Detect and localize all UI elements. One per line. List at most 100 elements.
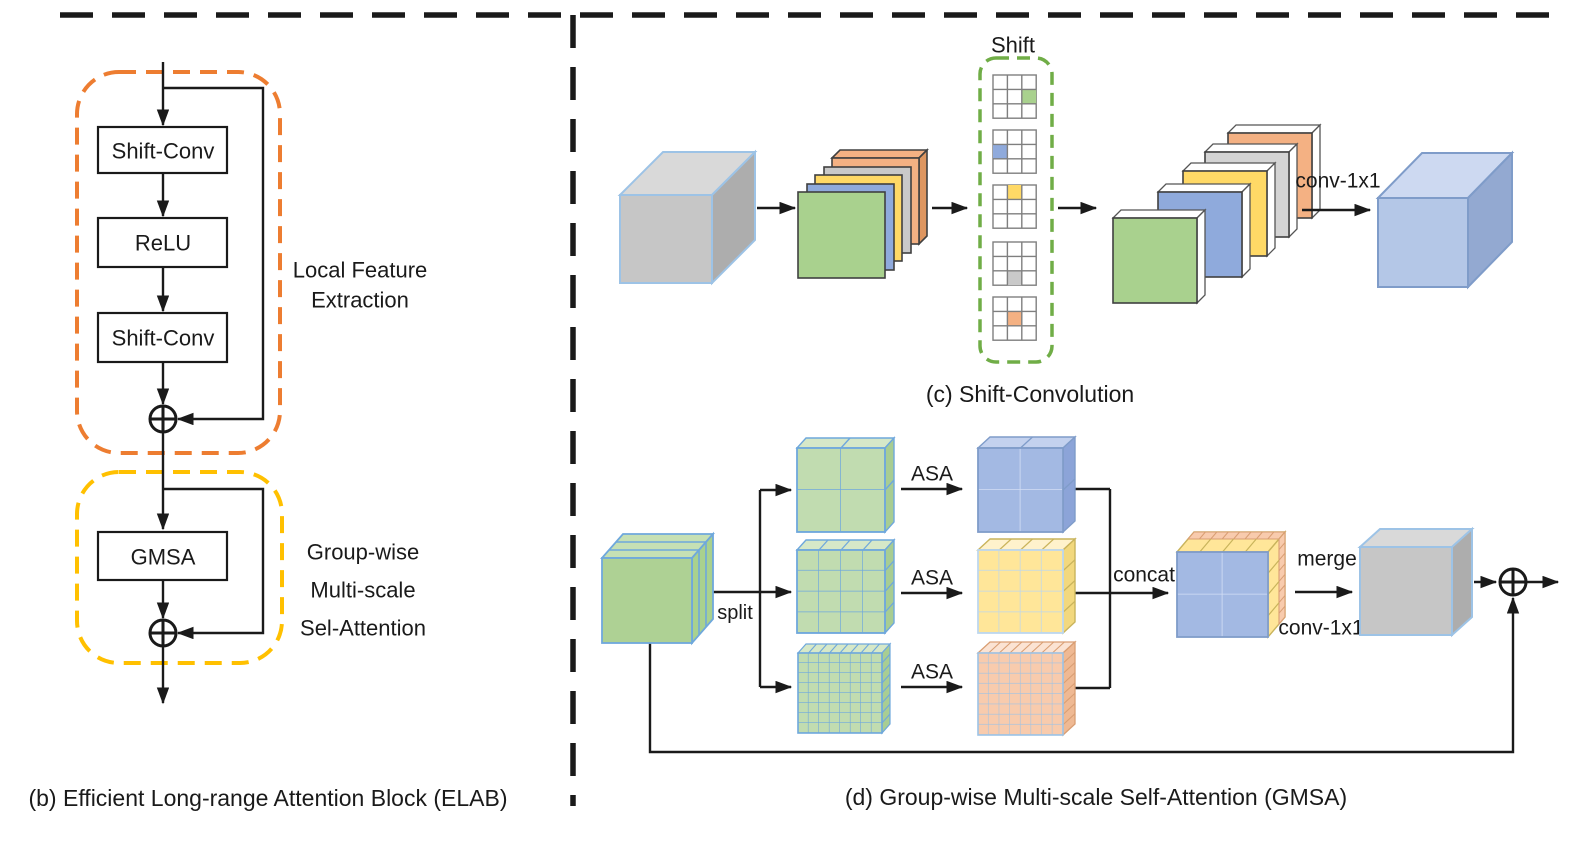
output-blue-cube <box>1375 150 1515 290</box>
local-feature-dashed-group <box>75 70 282 455</box>
group-label-line1: Group-wise <box>307 540 419 565</box>
green-grid-4x4 <box>795 538 896 635</box>
shift-grid-2-lines <box>993 130 1037 174</box>
input-gray-cube <box>617 149 758 286</box>
shift-grid-3 <box>992 184 1037 229</box>
shift-grid-4 <box>992 241 1037 286</box>
blue-grid-2x2 <box>976 435 1077 534</box>
merge-label: merge <box>1297 548 1357 571</box>
shift-grid-2 <box>992 129 1037 174</box>
shift-conv-box-1-label: Shift-Conv <box>112 139 215 164</box>
caption-b: (b) Efficient Long-range Attention Block… <box>28 785 507 811</box>
shift-conv-box-1 <box>96 125 229 175</box>
concat-cube-side-orange-div <box>1278 542 1286 614</box>
shifted-green-front <box>1112 217 1198 304</box>
blue-2x2-side-div <box>1062 478 1076 491</box>
gmsa-box <box>96 530 229 582</box>
gmsa-box-label: GMSA <box>131 545 196 570</box>
yellow-4x4-side-div <box>1062 559 1076 613</box>
gmsa-dashed-group <box>75 470 284 665</box>
channel-stack <box>797 148 929 279</box>
shift-dashed-box <box>978 56 1054 364</box>
conv1x1-label-d: conv-1x1 <box>1278 617 1363 640</box>
add-circle-2 <box>148 618 178 648</box>
yellow-4x4-front <box>977 549 1064 634</box>
add-circle-3 <box>1498 567 1528 597</box>
panel-c: Shift <box>617 33 1515 407</box>
shift-grid-5 <box>992 296 1037 341</box>
shifted-green-edge <box>1196 208 1206 305</box>
concat-cube-top-div <box>1199 538 1257 553</box>
green-4x4-top-div <box>818 539 873 551</box>
concat-cube-side-div <box>1267 559 1280 617</box>
orange-8x8-side-div <box>1062 651 1076 726</box>
source-cube-top-slices <box>609 541 706 551</box>
caption-c: (c) Shift-Convolution <box>926 381 1134 407</box>
stack-orange-side <box>918 148 928 246</box>
skip-connection-2 <box>163 487 265 640</box>
add-circle-1 <box>148 404 178 434</box>
blue-2x2-front <box>977 447 1064 533</box>
shift-label: Shift <box>991 33 1035 58</box>
green-grid-2x2 <box>795 436 896 534</box>
conv1x1-label-c: conv-1x1 <box>1295 170 1380 193</box>
shifted-gray-top <box>1203 143 1299 153</box>
orange-grid-8x8 <box>976 640 1077 737</box>
green-grid-8x8 <box>796 642 892 735</box>
shift-conv-box-2 <box>96 311 229 364</box>
merged-gray-cube <box>1357 526 1475 638</box>
shifted-green-top <box>1111 209 1207 219</box>
shifted-blue-edge <box>1241 182 1251 279</box>
panel-b: Shift-Conv ReLU Shift-Conv GMSA Local Fe… <box>28 62 508 811</box>
source-cube-side-slices <box>698 542 707 635</box>
concat-label: concat <box>1113 564 1175 587</box>
add-circle-1-cross <box>150 406 176 432</box>
green-8x8-front <box>797 652 883 734</box>
concat-cube-front <box>1176 551 1269 638</box>
group-label-line2: Multi-scale <box>310 578 415 603</box>
green-8x8-side-div <box>881 653 891 724</box>
caption-d: (d) Group-wise Multi-scale Self-Attentio… <box>845 784 1347 810</box>
shift-grid-5-orange-cell <box>1007 311 1022 326</box>
shift-grid-4-lines <box>993 242 1037 286</box>
add-circle-2-cross <box>150 620 176 646</box>
shift-grid-1-green-cell <box>1021 89 1037 104</box>
blue-cube-front <box>1377 197 1469 288</box>
shift-grid-3-yellow-cell <box>1007 185 1022 200</box>
split-label: split <box>717 602 753 624</box>
gray-cube-front <box>619 194 713 284</box>
green-2x2-side-div <box>884 479 895 491</box>
shift-kernel-group: Shift <box>978 33 1054 364</box>
asa-label-1: ASA <box>911 463 953 486</box>
shift-grid-5-bg <box>992 296 1037 341</box>
shift-conv-box-2-label: Shift-Conv <box>112 326 215 351</box>
shifted-blue-top <box>1156 183 1252 193</box>
local-feature-label-line2: Extraction <box>311 288 409 313</box>
group-label-line3: Sel-Attention <box>300 616 426 641</box>
orange-8x8-top-div <box>988 641 1065 654</box>
shift-grid-5-lines <box>993 297 1037 341</box>
merged-cube-front <box>1359 546 1453 636</box>
skip-connection-1 <box>163 86 265 426</box>
merged-cube-side <box>1451 526 1473 638</box>
local-feature-label-line1: Local Feature <box>293 258 428 283</box>
shift-grid-1 <box>992 74 1037 119</box>
shifted-stack <box>1111 123 1322 305</box>
orange-8x8-front <box>977 652 1064 736</box>
relu-box-label: ReLU <box>135 231 191 256</box>
add-circle-3-cross <box>1500 569 1526 595</box>
blue-2x2-top-div <box>1020 436 1033 449</box>
asa-label-3: ASA <box>911 661 953 684</box>
concat-cube <box>1175 530 1287 639</box>
gmsa-skip-connection <box>648 596 1520 754</box>
shifted-yellow-edge <box>1266 161 1276 258</box>
stack-orange-top <box>830 149 929 159</box>
green-2x2-front <box>796 447 886 533</box>
relu-box <box>96 216 229 269</box>
shifted-yellow-top <box>1181 162 1277 172</box>
green-8x8-top-div <box>808 643 880 654</box>
shifted-layer-green <box>1111 208 1207 305</box>
shifted-orange-top <box>1226 124 1322 134</box>
